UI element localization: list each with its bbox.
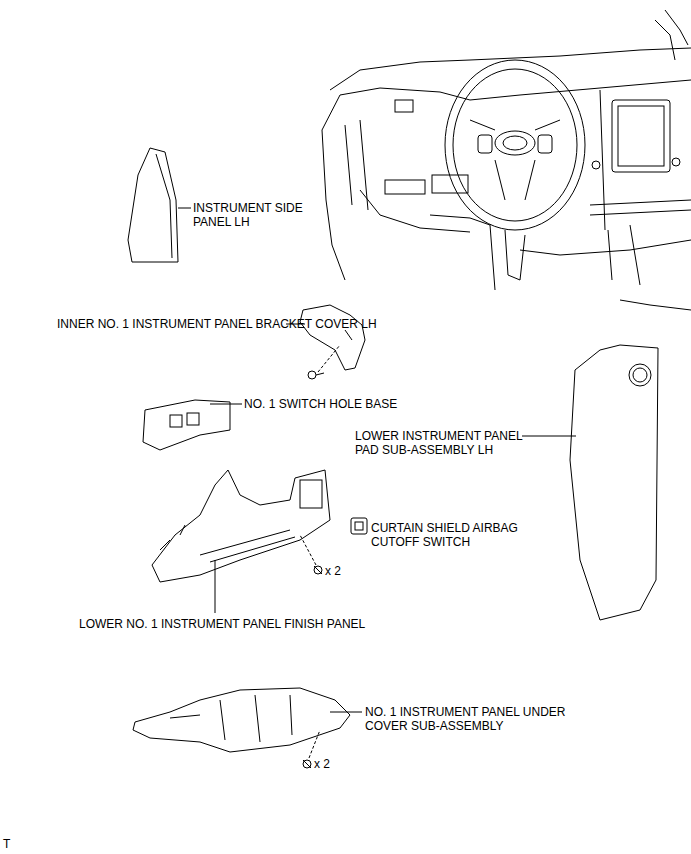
leader-line	[330, 712, 362, 713]
quantity: x 2	[325, 564, 341, 578]
screw	[308, 371, 324, 379]
pad-hole	[633, 368, 647, 382]
cover-detail	[170, 695, 292, 742]
switch-opening	[300, 480, 322, 508]
pad-hole	[629, 364, 651, 386]
part-name: LOWER INSTRUMENT PANEL PAD SUB-ASSEMBLY …	[355, 429, 523, 457]
finish-panel	[152, 470, 330, 582]
leader-line	[318, 345, 340, 372]
leader-line	[210, 404, 242, 405]
lower-panel-pad	[570, 345, 658, 620]
under-cover	[133, 688, 350, 752]
leader-line	[522, 436, 576, 437]
part-name: CURTAIN SHIELD AIRBAG CUTOFF SWITCH	[371, 521, 531, 549]
quantity: x 2	[314, 757, 330, 771]
part-name: INSTRUMENT SIDE PANEL LH	[193, 201, 308, 229]
part-name: NO. 1 INSTRUMENT PANEL UNDER COVER SUB-A…	[365, 705, 580, 733]
dashboard-view	[322, 10, 691, 310]
panel-detail	[160, 525, 295, 562]
switch-hole-base	[143, 400, 230, 450]
part-name: INNER NO. 1 INSTRUMENT PANEL BRACKET COV…	[57, 317, 377, 331]
leader-line	[309, 730, 320, 758]
switch-hole	[170, 415, 182, 427]
instrument-side-panel	[128, 148, 178, 262]
switch-hole	[187, 413, 199, 425]
screw	[314, 566, 322, 574]
part-name: NO. 1 SWITCH HOLE BASE	[244, 397, 397, 411]
leader-line	[178, 208, 191, 209]
leader-line	[215, 560, 216, 613]
screw	[303, 760, 311, 768]
part-name: LOWER NO. 1 INSTRUMENT PANEL FINISH PANE…	[79, 617, 365, 631]
airbag-switch	[351, 518, 367, 534]
leader-line	[300, 535, 316, 565]
airbag-switch	[355, 522, 363, 530]
figure-code: T	[3, 837, 10, 851]
bracket-cover	[300, 305, 365, 370]
